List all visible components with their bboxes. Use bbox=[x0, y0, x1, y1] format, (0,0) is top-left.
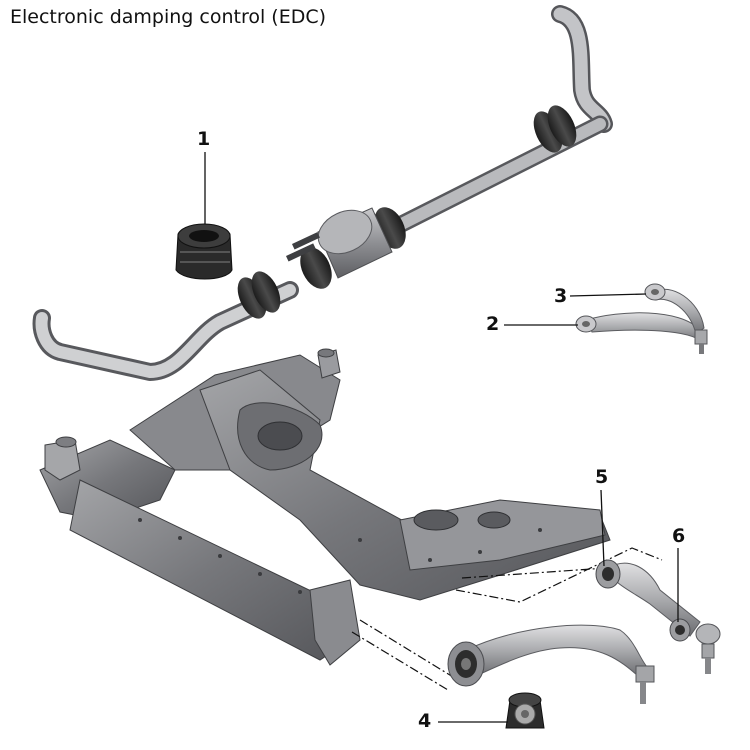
stabilizer-bar bbox=[32, 5, 613, 381]
assembly-lines bbox=[351, 547, 663, 691]
upper-control-arm bbox=[575, 283, 708, 354]
lower-wishbone bbox=[595, 559, 721, 674]
callout-2: 2 bbox=[486, 313, 500, 335]
callout-4: 4 bbox=[418, 710, 432, 732]
callout-6: 6 bbox=[672, 525, 686, 547]
tension-strut bbox=[447, 624, 655, 704]
callout-3: 3 bbox=[554, 285, 568, 307]
diagram-title: Electronic damping control (EDC) bbox=[10, 6, 327, 28]
leader-lines bbox=[204, 152, 679, 723]
stabilizer-actuator bbox=[285, 207, 406, 289]
callout-5: 5 bbox=[595, 466, 609, 488]
tension-strut-bushing bbox=[505, 692, 545, 729]
front-axle-subframe bbox=[39, 348, 611, 666]
stabilizer-bushing bbox=[175, 223, 233, 280]
callout-1: 1 bbox=[197, 128, 211, 150]
